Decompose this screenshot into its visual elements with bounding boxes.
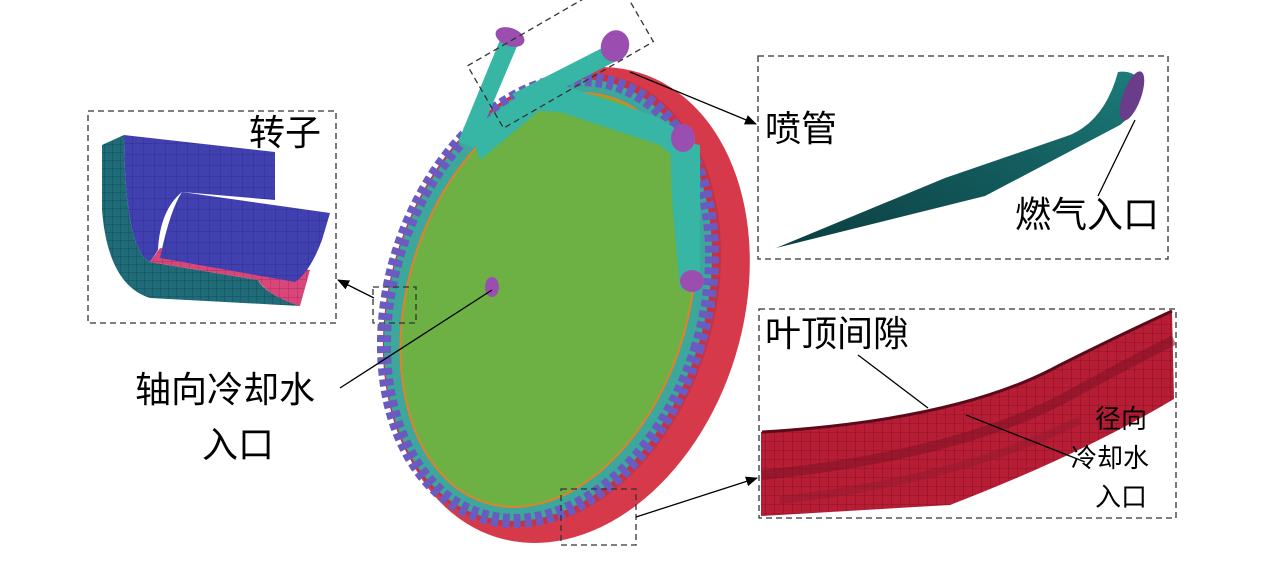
rotor-shell — [102, 135, 300, 306]
rotor-top-plate — [160, 192, 330, 282]
rotor-arrow — [337, 279, 375, 299]
nozzle-box — [757, 55, 1169, 260]
nozzle-marker-box — [466, 0, 655, 130]
rotor-back-plate — [124, 135, 275, 262]
nozzle-gas-inlet — [1119, 71, 1145, 121]
nozzle-arrow — [629, 71, 757, 125]
nozzle-pipes — [458, 40, 700, 290]
nozzle-inset — [776, 71, 1145, 249]
tip-gap-leader — [857, 354, 929, 409]
turbine-model — [376, 27, 750, 543]
rotor-inset — [102, 135, 330, 306]
tip-gap-band-2 — [761, 335, 1177, 480]
callout-boxes — [87, 0, 1177, 546]
leader-lines — [337, 71, 1136, 518]
radial-water-leader — [965, 414, 1086, 463]
tip-gap-band-3 — [779, 416, 1082, 504]
gas-inlet-label: 燃气入口 — [1015, 195, 1160, 236]
nozzle-label: 喷管 — [765, 109, 838, 150]
axial-water-label-line2: 入口 — [202, 425, 275, 466]
rotor-disk — [400, 93, 696, 507]
axial-water-leader — [339, 289, 493, 389]
rotor-disk-rim — [399, 92, 697, 508]
radial-water-label-line2: 冷却水 — [1071, 444, 1150, 474]
axial-water-label-line1: 轴向冷却水 — [135, 370, 316, 411]
radial-water-label-line1: 径向 — [1095, 405, 1148, 435]
rotor-box — [87, 110, 337, 324]
rotor-label: 转子 — [249, 113, 322, 154]
tip-gap-inset — [761, 309, 1177, 516]
tip-gap-label: 叶顶间隙 — [765, 314, 910, 355]
gas-inlet-leader — [1097, 119, 1136, 197]
radial-water-label-line3: 入口 — [1095, 483, 1148, 513]
radial-arrow — [635, 476, 758, 518]
axial-water-inlet-dot — [485, 277, 499, 297]
tip-gap-box — [758, 308, 1177, 519]
rotor-marker-box — [372, 286, 417, 324]
tip-gap-band-1 — [761, 309, 1173, 434]
